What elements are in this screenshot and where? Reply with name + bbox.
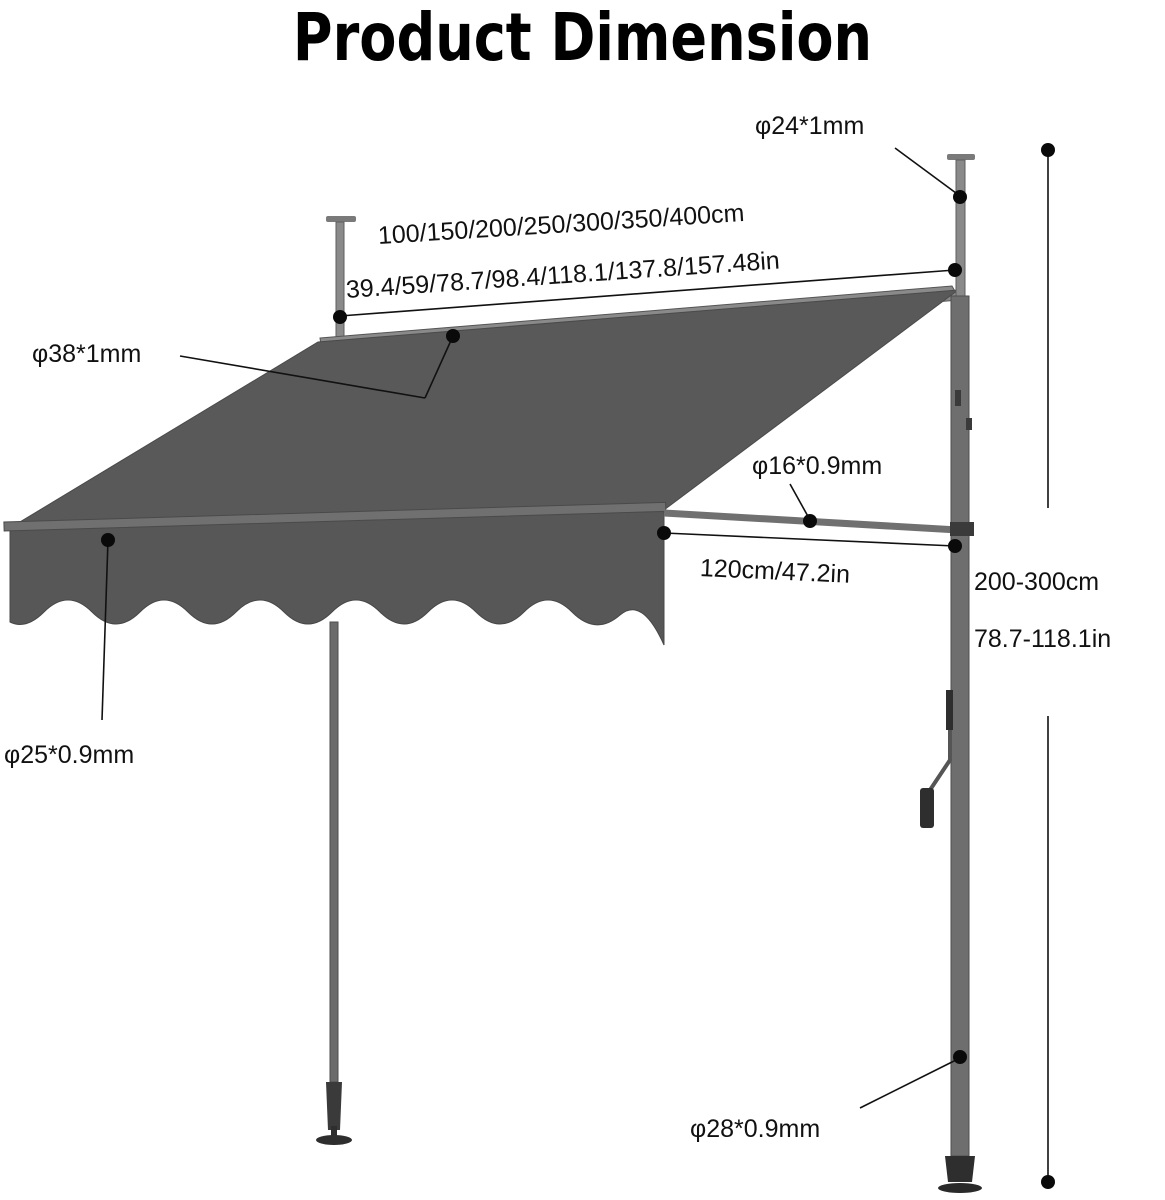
front-bar-diameter-label: φ25*0.9mm — [4, 741, 135, 769]
dimension-lines — [101, 147, 1049, 1182]
dot-top-post — [953, 190, 967, 204]
dot-projection-end — [948, 539, 962, 553]
front-valance — [9, 507, 665, 646]
support-arm — [663, 509, 974, 536]
top-post-diameter-label: φ24*1mm — [755, 112, 865, 140]
dot-height-bottom — [1041, 1175, 1055, 1189]
height-cm-label: 200-300cm — [974, 568, 1100, 596]
dot-height-top — [1041, 143, 1055, 157]
arm-diameter-label: φ16*0.9mm — [752, 452, 883, 480]
bottom-post-diameter-label: φ28*0.9mm — [690, 1115, 821, 1143]
dot-roller — [446, 329, 460, 343]
page-title: Product Dimension — [292, 0, 873, 76]
crank-handle — [920, 690, 953, 828]
dot-width-right — [948, 263, 962, 277]
dot-arm-end — [657, 526, 671, 540]
dot-bottom-post — [953, 1050, 967, 1064]
height-in-label: 78.7-118.1in — [974, 625, 1112, 653]
dot-front-bar — [101, 533, 115, 547]
dot-arm — [803, 514, 817, 528]
dot-width-left — [333, 310, 347, 324]
left-front-post — [316, 621, 352, 1145]
roller-diameter-label: φ38*1mm — [32, 340, 142, 368]
front-bar — [3, 501, 667, 532]
right-post — [938, 154, 982, 1193]
dimension-dots — [101, 143, 1055, 1189]
